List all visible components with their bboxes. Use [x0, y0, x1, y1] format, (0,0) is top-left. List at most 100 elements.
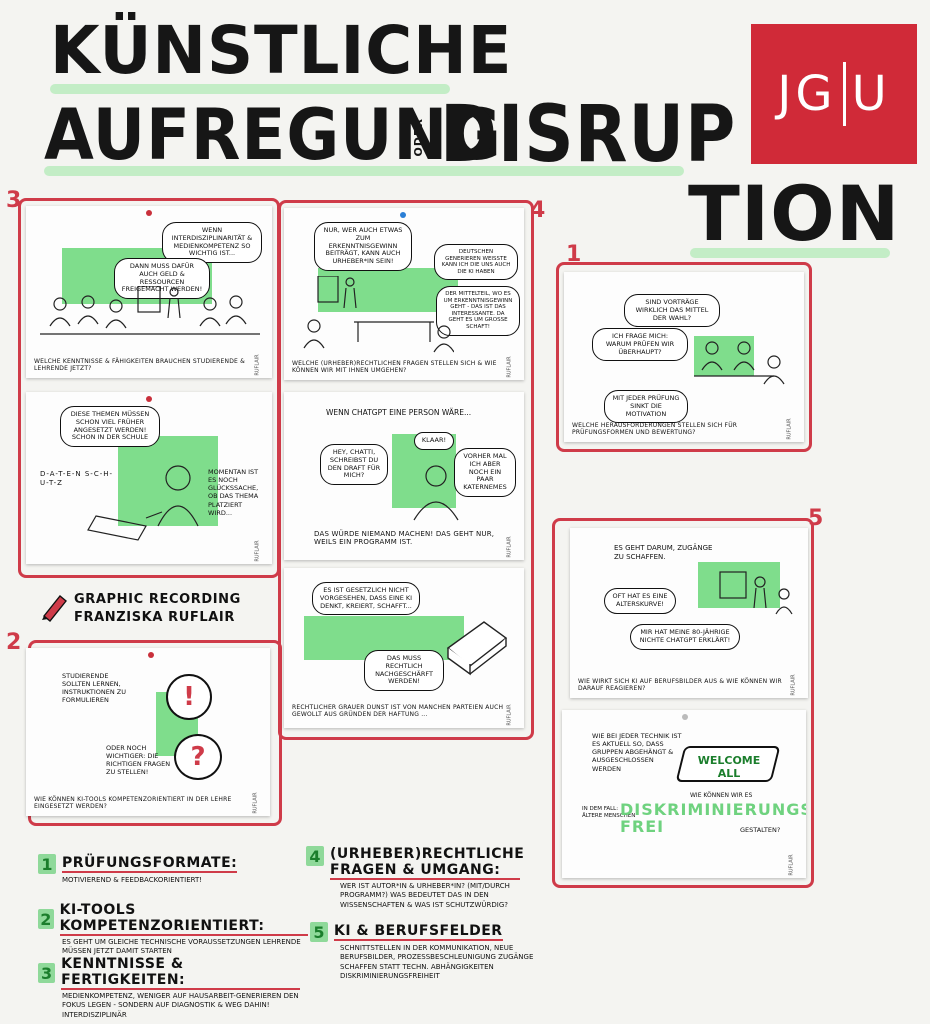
seminar-people-drawing: [40, 286, 260, 335]
card-caption: WELCHE KENNTNISSE & FÄHIGKEITEN BRAUCHEN…: [34, 358, 245, 372]
student-writing-drawing: [87, 465, 199, 541]
green-highlight: [318, 268, 458, 312]
title-line-4: TION: [688, 169, 901, 258]
card-discrimination-free: WIE BEI JEDER TECHNIK IST ES AKTUELL SO,…: [562, 710, 806, 878]
speech-bubble: VORHER MAL ICH ABER NOCH EIN PAAR KATERN…: [454, 448, 516, 497]
card-caption: WIE KÖNNEN KI-TOOLS KOMPETENZORIENTIERT …: [34, 796, 232, 810]
note-right: ODER NOCH WICHTIGER: DIE RICHTIGEN FRAGE…: [106, 744, 171, 777]
title-highlight-1: [50, 84, 450, 94]
speech-bubble: HEY, CHATTI, SCHREIBST DU DEN DRAFT FÜR …: [320, 444, 388, 486]
card-chatgpt-person: WENN CHATGPT EINE PERSON WÄRE... HEY, CH…: [284, 392, 524, 560]
meeting-people-drawing: [303, 276, 454, 353]
section-number-3: 3: [6, 188, 22, 213]
legend-item-2: 2 KI-TOOLS KOMPETENZORIENTIERT: ES GEHT …: [38, 902, 308, 957]
speech-bubble: KLAAR!: [414, 432, 454, 450]
logo-divider: [842, 62, 846, 126]
card-note: WIE BEI JEDER TECHNIK IST ES AKTUELL SO,…: [592, 732, 682, 773]
exam-people-drawing: [694, 341, 785, 385]
card-data-protection: DIESE THEMEN MÜSSEN SCHON VIEL FRÜHER AN…: [26, 392, 272, 564]
card-note: WIE KÖNNEN WIR ES: [690, 792, 753, 799]
title-highlight-3: [690, 248, 890, 258]
speech-bubble: SIND VORTRÄGE WIRKLICH DAS MITTEL DER WA…: [624, 294, 720, 328]
jgu-logo: JG U: [751, 24, 917, 164]
card-note: GESTALTEN?: [740, 826, 781, 834]
title-line-1: KÜNSTLICHE: [50, 12, 513, 89]
legend-body: WER IST AUTOR*IN & URHEBER*IN? (MIT/DURC…: [340, 882, 510, 909]
section-frame-4: [278, 200, 534, 740]
section-number-2: 2: [6, 630, 22, 655]
speech-bubble: MIT JEDER PRÜFUNG SINKT DIE MOTIVATION: [604, 390, 688, 424]
pin: [148, 652, 154, 658]
exclamation-bubble-icon: !: [166, 674, 212, 720]
title-highlight-2: [44, 166, 684, 176]
speech-bubble: WENN INTERDISZIPLINARITÄT & MEDIENKOMPET…: [162, 222, 262, 264]
legend-heading: KI & BERUFSFELDER: [334, 923, 503, 941]
green-highlight: [694, 336, 754, 376]
pin: [146, 210, 152, 216]
pin: [146, 396, 152, 402]
presentation-drawing: [719, 571, 793, 615]
card-knowledge-skills: WENN INTERDISZIPLINARITÄT & MEDIENKOMPET…: [26, 206, 272, 378]
title-oder: ODER: [412, 118, 425, 157]
person-drawing: [413, 465, 459, 521]
legend-number: 4: [306, 846, 324, 866]
legend-body: SCHNITTSTELLEN IN DER KOMMUNIKATION, NEU…: [340, 944, 534, 981]
signature: RUFLAIR: [506, 356, 513, 378]
card-caption: WIE WIRKT SICH KI AUF BERUFSBILDER AUS &…: [578, 678, 782, 692]
signature: RUFLAIR: [254, 540, 261, 562]
graphic-recording-label: GRAPHIC RECORDING: [74, 592, 241, 607]
card-heading: WENN CHATGPT EINE PERSON WÄRE...: [326, 408, 472, 417]
pin: [682, 714, 688, 720]
pen-icon: [42, 595, 67, 622]
legend-item-3: 3 KENNTNISSE & FERTIGKEITEN: MEDIENKOMPE…: [38, 956, 300, 1020]
pin: [400, 212, 406, 218]
green-highlight: [698, 562, 780, 608]
legend-body: MOTIVIEREND & FEEDBACKORIENTIERT!: [62, 876, 203, 884]
speech-bubble: DIESE THEMEN MÜSSEN SCHON VIEL FRÜHER AN…: [60, 406, 160, 448]
legend-body: MEDIENKOMPETENZ, WENIGER AUF HAUSARBEIT-…: [62, 992, 299, 1019]
card-caption: DAS WÜRDE NIEMAND MACHEN! DAS GEHT NUR, …: [314, 530, 495, 546]
legend-item-5: 5 KI & BERUFSFELDER SCHNITTSTELLEN IN DE…: [310, 922, 540, 982]
card-caption: WELCHE (URHEBER)RECHTLICHEN FRAGEN STELL…: [292, 360, 497, 374]
legend-heading: PRÜFUNGSFORMATE:: [62, 855, 238, 873]
speech-bubble: MIR HAT MEINE 80-JÄHRIGE NICHTE CHATGPT …: [630, 624, 740, 650]
logo-right-text: U: [851, 66, 891, 122]
legend-number: 1: [38, 854, 56, 874]
signature: RUFLAIR: [506, 536, 513, 558]
section-frame-5: [552, 518, 814, 888]
speech-bubble: ES IST GESETZLICH NICHT VORGESEHEN, DASS…: [312, 582, 420, 616]
speech-bubble: OFT HAT ES EINE ALTERSKURVE!: [604, 588, 676, 614]
speech-bubble: DAS MUSS RECHTLICH NACHGESCHÄRFT WERDEN!: [364, 650, 444, 692]
side-note: MOMENTAN IST ES NOCH GLÜCKSSACHE, OB DAS…: [208, 468, 259, 517]
legend-number: 5: [310, 922, 328, 942]
card-legal-framework: ES IST GESETZLICH NICHT VORGESEHEN, DASS…: [284, 568, 524, 728]
card-professions: ES GEHT DARUM, ZUGÄNGE ZU SCHAFFEN. OFT …: [570, 528, 808, 698]
legend-number: 3: [38, 963, 56, 983]
legend-item-4: 4 (URHEBER)RECHTLICHE FRAGEN & UMGANG: W…: [306, 846, 536, 910]
signature: RUFLAIR: [252, 792, 259, 814]
legend-heading: KENNTNISSE & FERTIGKEITEN:: [61, 956, 300, 990]
speech-bubble: ICH FRAGE MICH: WARUM PRÜFEN WIR ÜBERHAU…: [592, 328, 688, 362]
card-exam-formats: SIND VORTRÄGE WIRKLICH DAS MITTEL DER WA…: [564, 272, 804, 442]
speech-bubble: NUR, WER AUCH ETWAS ZUM ERKENNTNISGEWINN…: [314, 222, 412, 271]
speech-bubble: DEUTSCHEN GENERIEREN WEISSTE KANN ICH DI…: [434, 244, 518, 281]
speech-bubble: DER MITTELTEIL, WO ES UM ERKENNTNISGEWIN…: [436, 286, 520, 336]
legend-number: 2: [38, 909, 54, 929]
legend-heading: (URHEBER)RECHTLICHE FRAGEN & UMGANG:: [330, 846, 525, 880]
discrimination-free-text: DISKRIMINIERUNGS FREI: [620, 800, 806, 836]
card-copyright-authorship: NUR, WER AUCH ETWAS ZUM ERKENNTNISGEWINN…: [284, 208, 524, 380]
signature: RUFLAIR: [506, 704, 513, 726]
legend-heading: KI-TOOLS KOMPETENZORIENTIERT:: [59, 902, 308, 936]
logo-left-text: JG: [777, 66, 837, 122]
signature: RUFLAIR: [788, 854, 795, 876]
section-number-1: 1: [566, 242, 582, 267]
card-note: IN DEM FALL: ÄLTERE MENSCHEN: [582, 806, 636, 819]
note-left: STUDIERENDE SOLLTEN LERNEN, INSTRUKTIONE…: [62, 672, 127, 705]
signature: RUFLAIR: [790, 674, 797, 696]
signature: RUFLAIR: [786, 418, 793, 440]
data-protection-word: D-A-T-E-N S-C-H-U-T-Z: [40, 470, 114, 487]
welcome-mat-text: WELCOME ALL: [697, 754, 761, 780]
title-line-3: DISRUP: [440, 90, 737, 180]
card-ki-tools: STUDIERENDE SOLLTEN LERNEN, INSTRUKTIONE…: [26, 648, 270, 816]
card-caption: WELCHE HERAUSFORDERUNGEN STELLEN SICH FÜ…: [572, 422, 738, 436]
